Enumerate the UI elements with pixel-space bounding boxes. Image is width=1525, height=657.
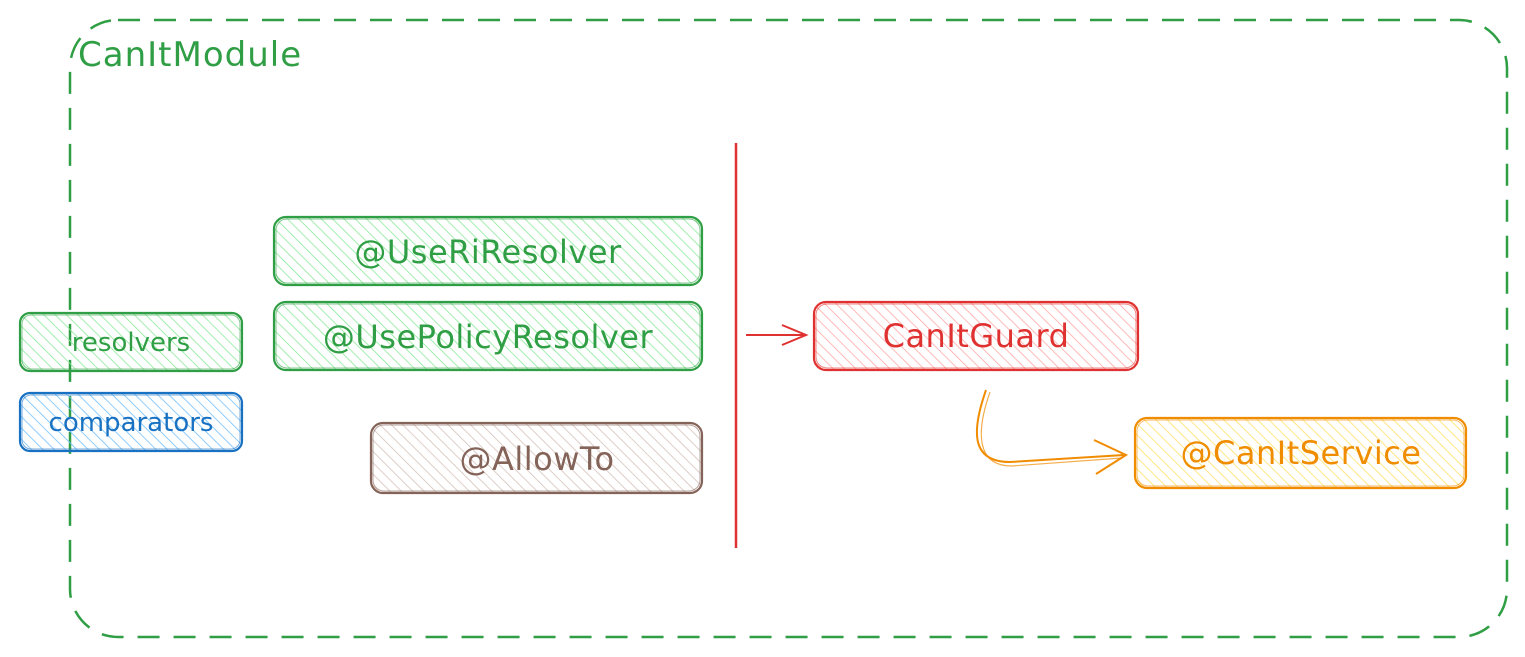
node-can-it-guard[interactable]: CanItGuard xyxy=(812,300,1140,372)
arrow-to-guard xyxy=(746,324,809,346)
node-comparators[interactable]: comparators xyxy=(18,391,244,453)
node-use-ri-resolver-label: @UseRiResolver xyxy=(354,233,622,271)
node-allow-to-label: @AllowTo xyxy=(459,440,614,478)
node-use-policy-resolver[interactable]: @UsePolicyResolver xyxy=(272,300,704,372)
node-use-policy-resolver-label: @UsePolicyResolver xyxy=(323,318,654,356)
node-can-it-guard-label: CanItGuard xyxy=(883,317,1070,355)
node-use-ri-resolver[interactable]: @UseRiResolver xyxy=(272,215,704,287)
node-can-it-service[interactable]: @CanItService xyxy=(1133,416,1468,490)
node-allow-to[interactable]: @AllowTo xyxy=(369,421,704,495)
node-can-it-service-label: @CanItService xyxy=(1181,434,1422,472)
module-title: CanItModule xyxy=(78,35,302,75)
node-resolvers[interactable]: resolvers xyxy=(18,311,244,373)
arrow-to-service xyxy=(975,389,1129,475)
node-resolvers-label: resolvers xyxy=(72,328,190,358)
node-comparators-label: comparators xyxy=(49,408,214,438)
